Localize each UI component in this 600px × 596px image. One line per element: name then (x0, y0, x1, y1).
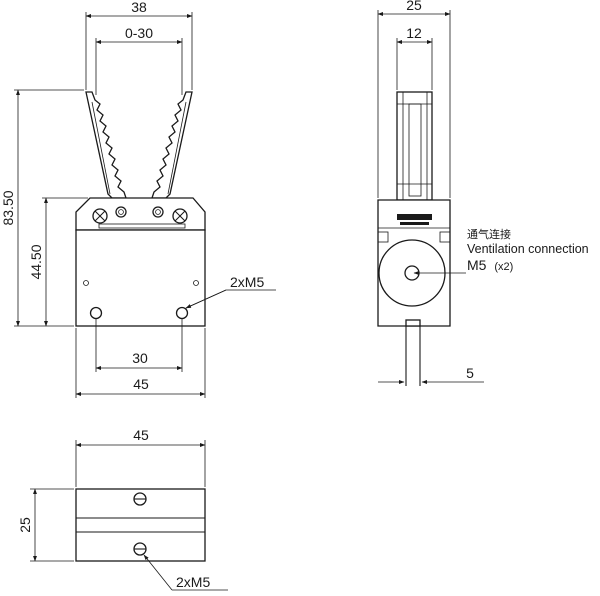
bottom-view: 45 25 2xM5 (17, 427, 228, 591)
bottom-m5-hole-bottom (133, 542, 147, 556)
port-label-en: Ventilation connection (467, 242, 589, 256)
dim-body-height: 44.50 (28, 244, 44, 279)
pin-right (152, 206, 164, 218)
port-thread: M5 (x2) (467, 257, 513, 273)
m5-hole-left (89, 306, 103, 320)
slotted-screw-right (172, 208, 188, 224)
dim-bottom-width: 45 (133, 427, 149, 443)
side-view: 25 12 5 通气连接 Ventilation connection M5 (… (377, 0, 589, 386)
slotted-screw-left (92, 208, 108, 224)
pin-left (115, 206, 127, 218)
bottom-thread-callout: 2xM5 (176, 574, 210, 590)
port-count: (x2) (494, 261, 513, 273)
dim-hole-spacing: 30 (132, 350, 148, 366)
m5-hole-right (175, 306, 189, 320)
dim-side-width: 25 (406, 0, 422, 13)
dim-body-width: 45 (133, 376, 149, 392)
port-label-cn: 通气连接 (467, 227, 511, 241)
dim-stroke: 0-30 (125, 25, 153, 41)
left-jaw (85, 91, 127, 199)
bottom-m5-hole-top (133, 492, 147, 506)
dim-total-height: 83.50 (0, 190, 16, 225)
port-thread-size: M5 (467, 257, 487, 273)
side-shaft (405, 319, 421, 327)
dim-shaft: 5 (466, 365, 474, 381)
right-jaw (151, 91, 193, 199)
dim-bottom-height: 25 (17, 517, 33, 533)
front-view: 38 0-30 83.50 44.50 30 45 2xM5 (0, 0, 276, 398)
dim-overall-width: 38 (131, 0, 147, 15)
front-thread-callout: 2xM5 (230, 274, 264, 290)
dim-jaw-width: 12 (406, 25, 422, 41)
